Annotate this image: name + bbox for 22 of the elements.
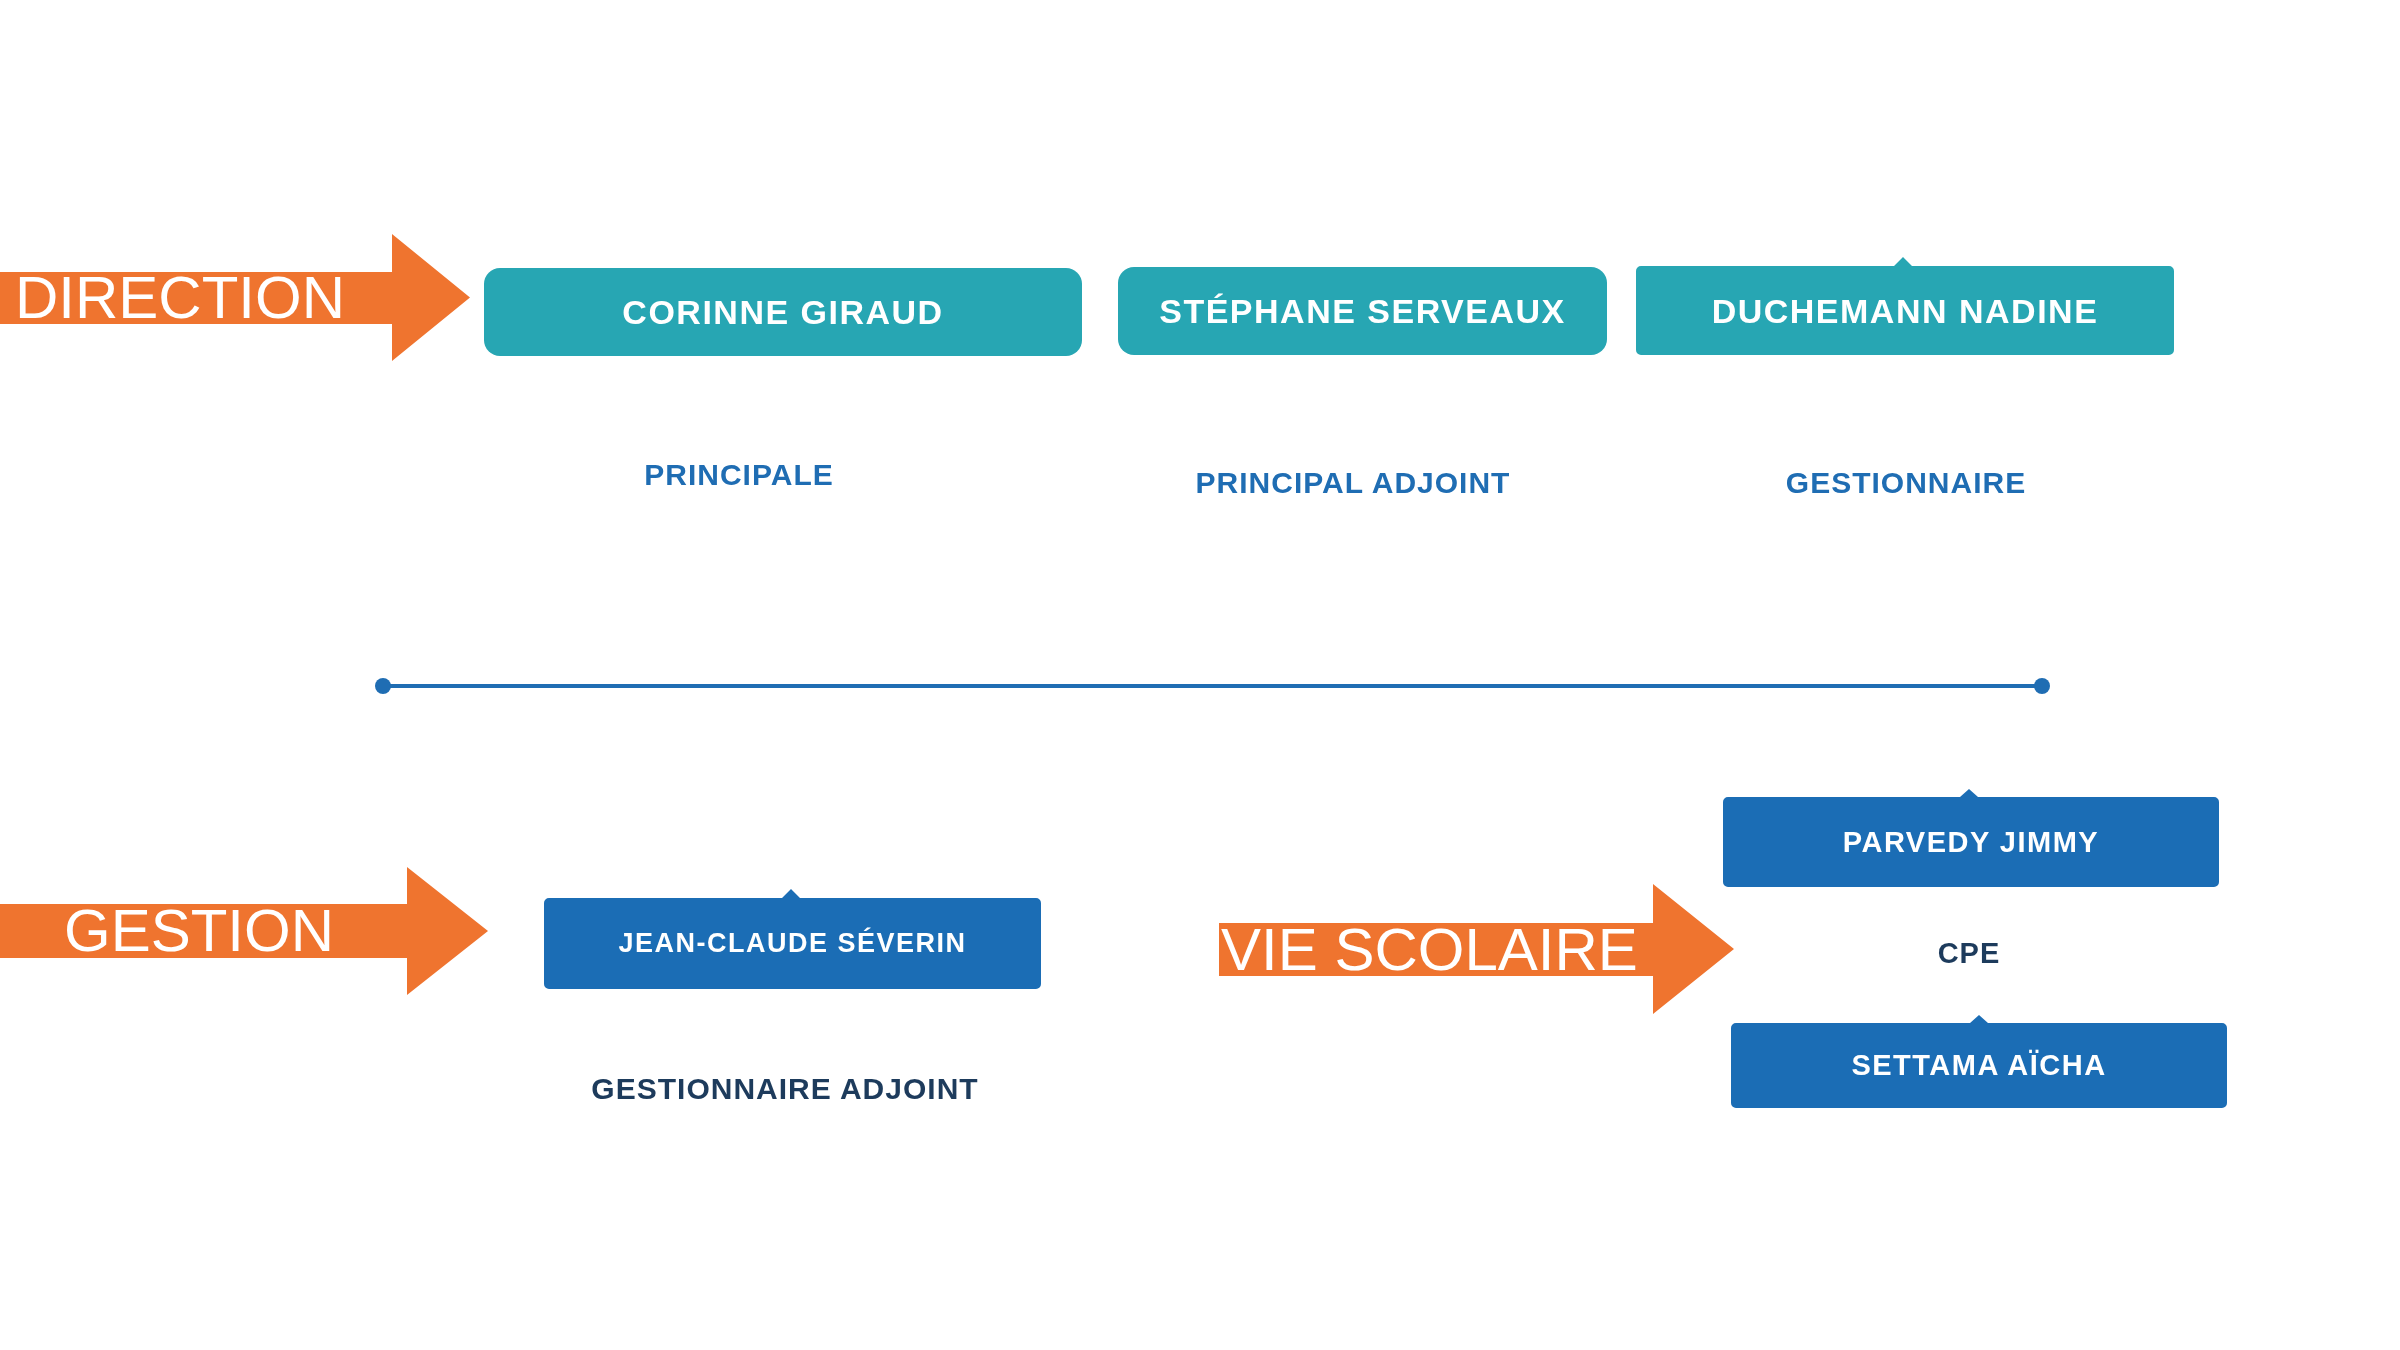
person-name: DUCHEMANN NADINE xyxy=(1711,293,2099,328)
role-label: GESTIONNAIRE xyxy=(1785,468,2027,498)
name-box xyxy=(544,889,1041,989)
person-name: SETTAMA AÏCHA xyxy=(1851,1051,2107,1080)
section-title: DIRECTION xyxy=(15,268,345,328)
role-label: PRINCIPALE xyxy=(644,460,834,490)
section-arrow xyxy=(0,234,470,361)
section-title: VIE SCOLAIRE xyxy=(1221,919,1638,980)
name-box xyxy=(484,268,1082,356)
person-name: STÉPHANE SERVEAUX xyxy=(1159,294,1566,328)
section-arrow xyxy=(0,867,488,995)
person-name: PARVEDY JIMMY xyxy=(1842,827,2100,857)
name-box xyxy=(1723,789,2219,887)
role-label: PRINCIPAL ADJOINT xyxy=(1195,468,1511,498)
role-label: CPE xyxy=(1937,938,2001,968)
role-label: GESTIONNAIRE ADJOINT xyxy=(591,1074,979,1104)
name-box xyxy=(1636,257,2174,355)
section-title: GESTION xyxy=(64,901,335,961)
person-name: CORINNE GIRAUD xyxy=(622,295,944,329)
name-box xyxy=(1118,267,1607,355)
section-arrow xyxy=(1219,884,1734,1014)
name-box xyxy=(1731,1015,2227,1108)
